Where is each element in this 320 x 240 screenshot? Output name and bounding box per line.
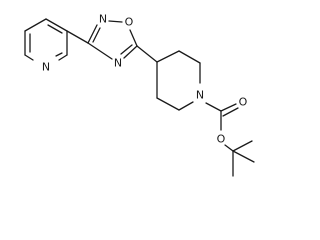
- boc-group: [205, 102, 255, 177]
- structure-canvas: N N O N N O O: [24, 12, 255, 177]
- bond: [205, 102, 222, 112]
- molecule-drawing: N N O N N O O: [24, 13, 255, 177]
- atom-label: O: [239, 96, 248, 109]
- atom-label: O: [125, 16, 134, 29]
- atom-label: N: [99, 13, 107, 26]
- bond: [156, 97, 180, 111]
- bond: [129, 29, 138, 47]
- bond: [178, 50, 201, 64]
- bond: [123, 45, 138, 59]
- bond: [108, 20, 123, 23]
- bond: [232, 150, 255, 163]
- bond: [220, 103, 237, 112]
- bond: [45, 18, 68, 32]
- bond: [136, 45, 158, 63]
- atom-label: O: [217, 133, 226, 146]
- atom-label: N: [196, 89, 204, 102]
- bond: [66, 30, 89, 44]
- double-bond: [120, 44, 133, 55]
- bond: [87, 24, 98, 44]
- bond: [24, 18, 47, 32]
- piperidine-ring: [156, 50, 201, 111]
- bond: [58, 54, 68, 61]
- oxadiazole-ring: [87, 20, 138, 60]
- bond: [232, 140, 253, 152]
- bond: [224, 144, 234, 152]
- double-bond: [92, 27, 101, 43]
- pyridine-ring: [24, 18, 68, 61]
- bond: [178, 101, 194, 111]
- atom-label: N: [114, 57, 122, 70]
- bond: [87, 42, 113, 60]
- double-bond: [222, 107, 239, 117]
- bond: [156, 50, 180, 63]
- atom-label: N: [42, 61, 50, 74]
- bond: [24, 54, 34, 61]
- double-bond: [55, 52, 63, 57]
- double-bond: [47, 24, 63, 34]
